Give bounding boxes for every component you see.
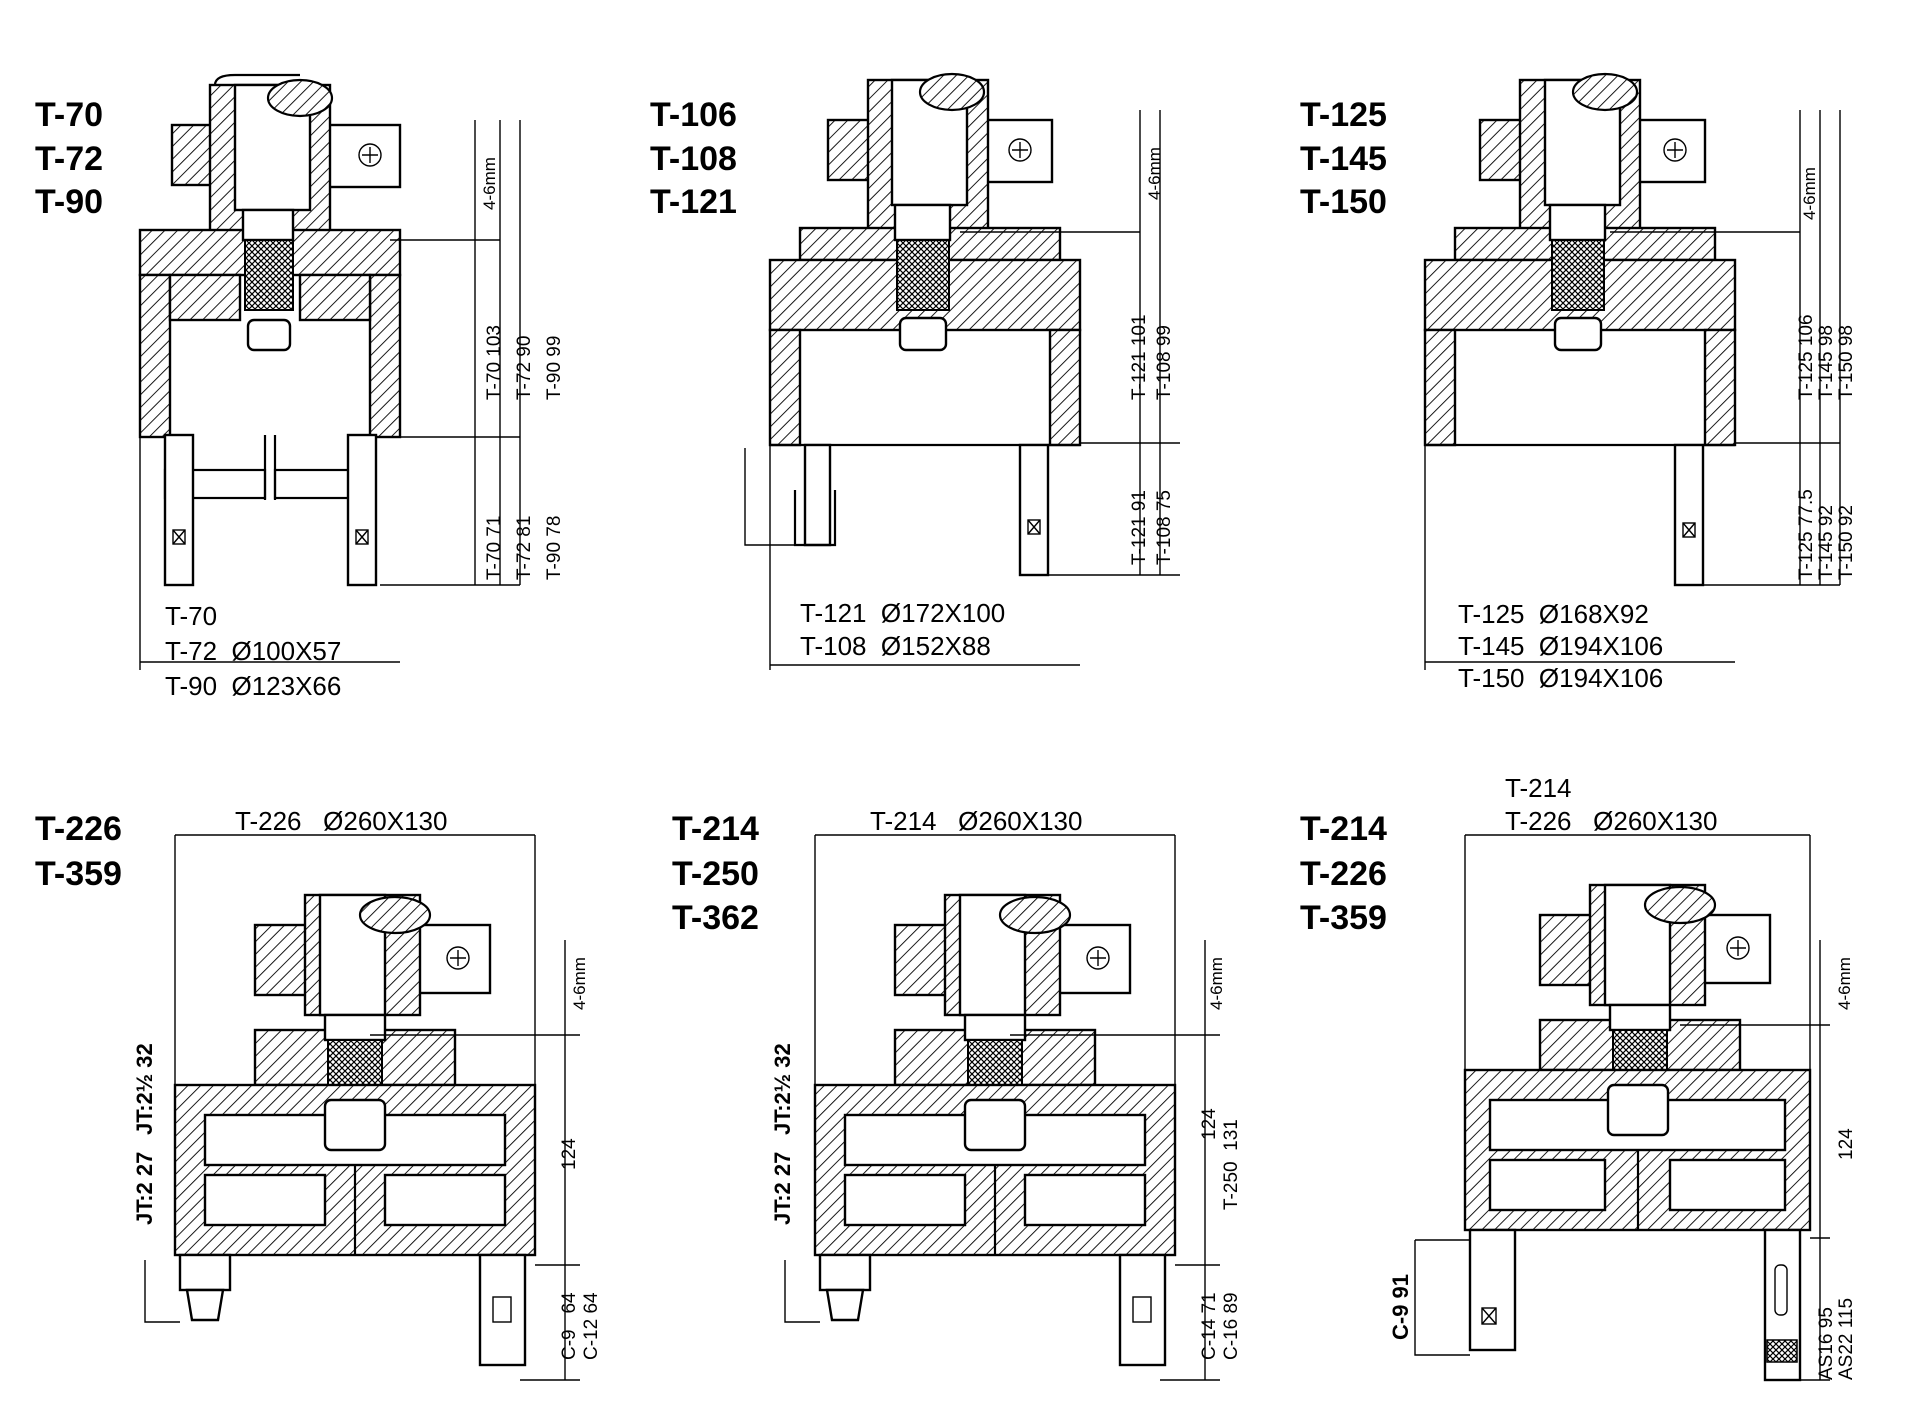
panel-5-gap-label: 4-6mm <box>1207 957 1226 1010</box>
panel-6-height-dim: 124 <box>1836 1128 1857 1160</box>
panel-2-lower-dim-1: T-121 91 <box>1129 490 1150 565</box>
panel-3-gap-label: 4-6mm <box>1800 167 1819 220</box>
panel-4-title-1: T-226 <box>35 810 122 848</box>
panel-1-upper-dim-3: T-90 99 <box>544 336 565 400</box>
panel-4-jt-dim-2: JT:2½ 32 <box>132 1043 157 1135</box>
panel-5-title-1: T-214 <box>672 810 759 848</box>
panel-5-lower-dim-1: C-14 71 <box>1199 1292 1220 1360</box>
panel-3-drawing <box>1423 72 1841 670</box>
panel-2: T-106 T-108 T-121 4-6mm <box>650 72 1180 670</box>
panel-4-top-dim: T-226 Ø260X130 <box>235 806 447 836</box>
panel-1-drawing <box>138 73 521 670</box>
panel-3-lower-dim-1: T-125 77.5 <box>1796 489 1817 580</box>
panel-4-title-2: T-359 <box>35 855 122 893</box>
panel-1-lower-dim-2: T-72 81 <box>514 516 535 580</box>
panel-4-lower-dim-1: C-9 64 <box>559 1292 580 1360</box>
panel-2-title-3: T-121 <box>650 183 737 221</box>
panel-2-lower-dim-2: T-108 75 <box>1154 490 1175 565</box>
panel-1-lower-dim-3: T-90 78 <box>544 516 565 580</box>
panel-2-gap-label: 4-6mm <box>1145 147 1164 200</box>
panel-3-bottom-dim-2: T-145 Ø194X106 <box>1458 631 1663 661</box>
panel-6-top-dim-2: T-226 Ø260X130 <box>1505 806 1717 836</box>
panel-5-title-3: T-362 <box>672 899 759 937</box>
panel-1-upper-dim-2: T-72 90 <box>514 336 535 400</box>
panel-1-bottom-dim-1: T-70 <box>165 601 217 631</box>
panel-4-gap-label: 4-6mm <box>570 957 589 1010</box>
panel-2-title-1: T-106 <box>650 96 737 134</box>
panel-3-upper-dim-2: T-145 98 <box>1816 325 1837 400</box>
panel-3-title-2: T-145 <box>1300 140 1387 178</box>
panel-3-bottom-dim-3: T-150 Ø194X106 <box>1458 663 1663 693</box>
panel-4-lower-dim-2: C-12 64 <box>581 1292 602 1360</box>
panel-6-left-dim: C-9 91 <box>1388 1274 1413 1340</box>
panel-2-upper-dim-1: T-121 101 <box>1129 314 1150 400</box>
panel-5-title-2: T-250 <box>672 855 759 893</box>
panel-5-height-dim-2: T-250 131 <box>1221 1119 1242 1210</box>
panel-2-bottom-dim-2: T-108 Ø152X88 <box>800 631 991 661</box>
panel-6-top-dim-1: T-214 <box>1505 773 1572 803</box>
panel-1-bottom-dim-3: T-90 Ø123X66 <box>165 671 341 701</box>
panel-3-upper-dim-1: T-125 106 <box>1796 314 1817 400</box>
panel-6-title-1: T-214 <box>1300 810 1387 848</box>
panel-3-bottom-dim-1: T-125 Ø168X92 <box>1458 599 1649 629</box>
panel-1-title-1: T-70 <box>35 96 103 134</box>
panel-2-upper-dim-2: T-108 99 <box>1154 325 1175 400</box>
panel-5: T-214 T-250 T-362 T-214 Ø260X130 <box>672 806 1242 1381</box>
panel-1-title-2: T-72 <box>35 140 103 178</box>
panel-6-gap-label: 4-6mm <box>1835 957 1854 1010</box>
panel-1: T-70 T-72 T-90 <box>35 73 565 701</box>
panel-6: T-214 T-226 T-359 T-214 T-226 Ø260X130 <box>1300 773 1857 1382</box>
panel-6-lower-dim-1: AS16 95 <box>1816 1307 1837 1380</box>
panel-3-lower-dim-2: T-145 92 <box>1816 505 1837 580</box>
panel-5-lower-dim-2: C-16 89 <box>1221 1292 1242 1360</box>
panel-4-drawing <box>144 834 580 1381</box>
panel-4: T-226 T-359 T-226 Ø260X130 <box>35 806 602 1381</box>
panel-1-bottom-dim-2: T-72 Ø100X57 <box>165 636 341 666</box>
panel-1-upper-dim-1: T-70 103 <box>484 325 505 400</box>
panel-5-jt-dim-2: JT:2½ 32 <box>770 1043 795 1135</box>
panel-2-bottom-dim-1: T-121 Ø172X100 <box>800 598 1005 628</box>
panel-1-gap-label: 4-6mm <box>480 157 499 210</box>
panel-6-title-2: T-226 <box>1300 855 1387 893</box>
panel-6-drawing <box>1414 834 1830 1382</box>
panel-5-jt-dim-1: JT:2 27 <box>770 1152 795 1225</box>
panel-3: T-125 T-145 T-150 4-6mm T-125 106 T- <box>1300 72 1857 693</box>
panel-1-title-3: T-90 <box>35 183 103 221</box>
panel-3-upper-dim-3: T-150 98 <box>1836 325 1857 400</box>
panel-5-drawing <box>784 834 1220 1381</box>
panel-5-height-dim-1: 124 <box>1199 1108 1220 1140</box>
panel-3-title-1: T-125 <box>1300 96 1387 134</box>
panel-6-title-3: T-359 <box>1300 899 1387 937</box>
panel-2-drawing <box>744 72 1180 670</box>
panel-3-title-3: T-150 <box>1300 183 1387 221</box>
panel-4-jt-dim-1: JT:2 27 <box>132 1152 157 1225</box>
panel-1-lower-dim-1: T-70 71 <box>484 516 505 580</box>
panel-2-title-2: T-108 <box>650 140 737 178</box>
panel-4-height-dim: 124 <box>559 1138 580 1170</box>
panel-6-lower-dim-2: AS22 115 <box>1836 1298 1857 1380</box>
panel-5-top-dim: T-214 Ø260X130 <box>870 806 1082 836</box>
panel-3-lower-dim-3: T-150 92 <box>1836 505 1857 580</box>
